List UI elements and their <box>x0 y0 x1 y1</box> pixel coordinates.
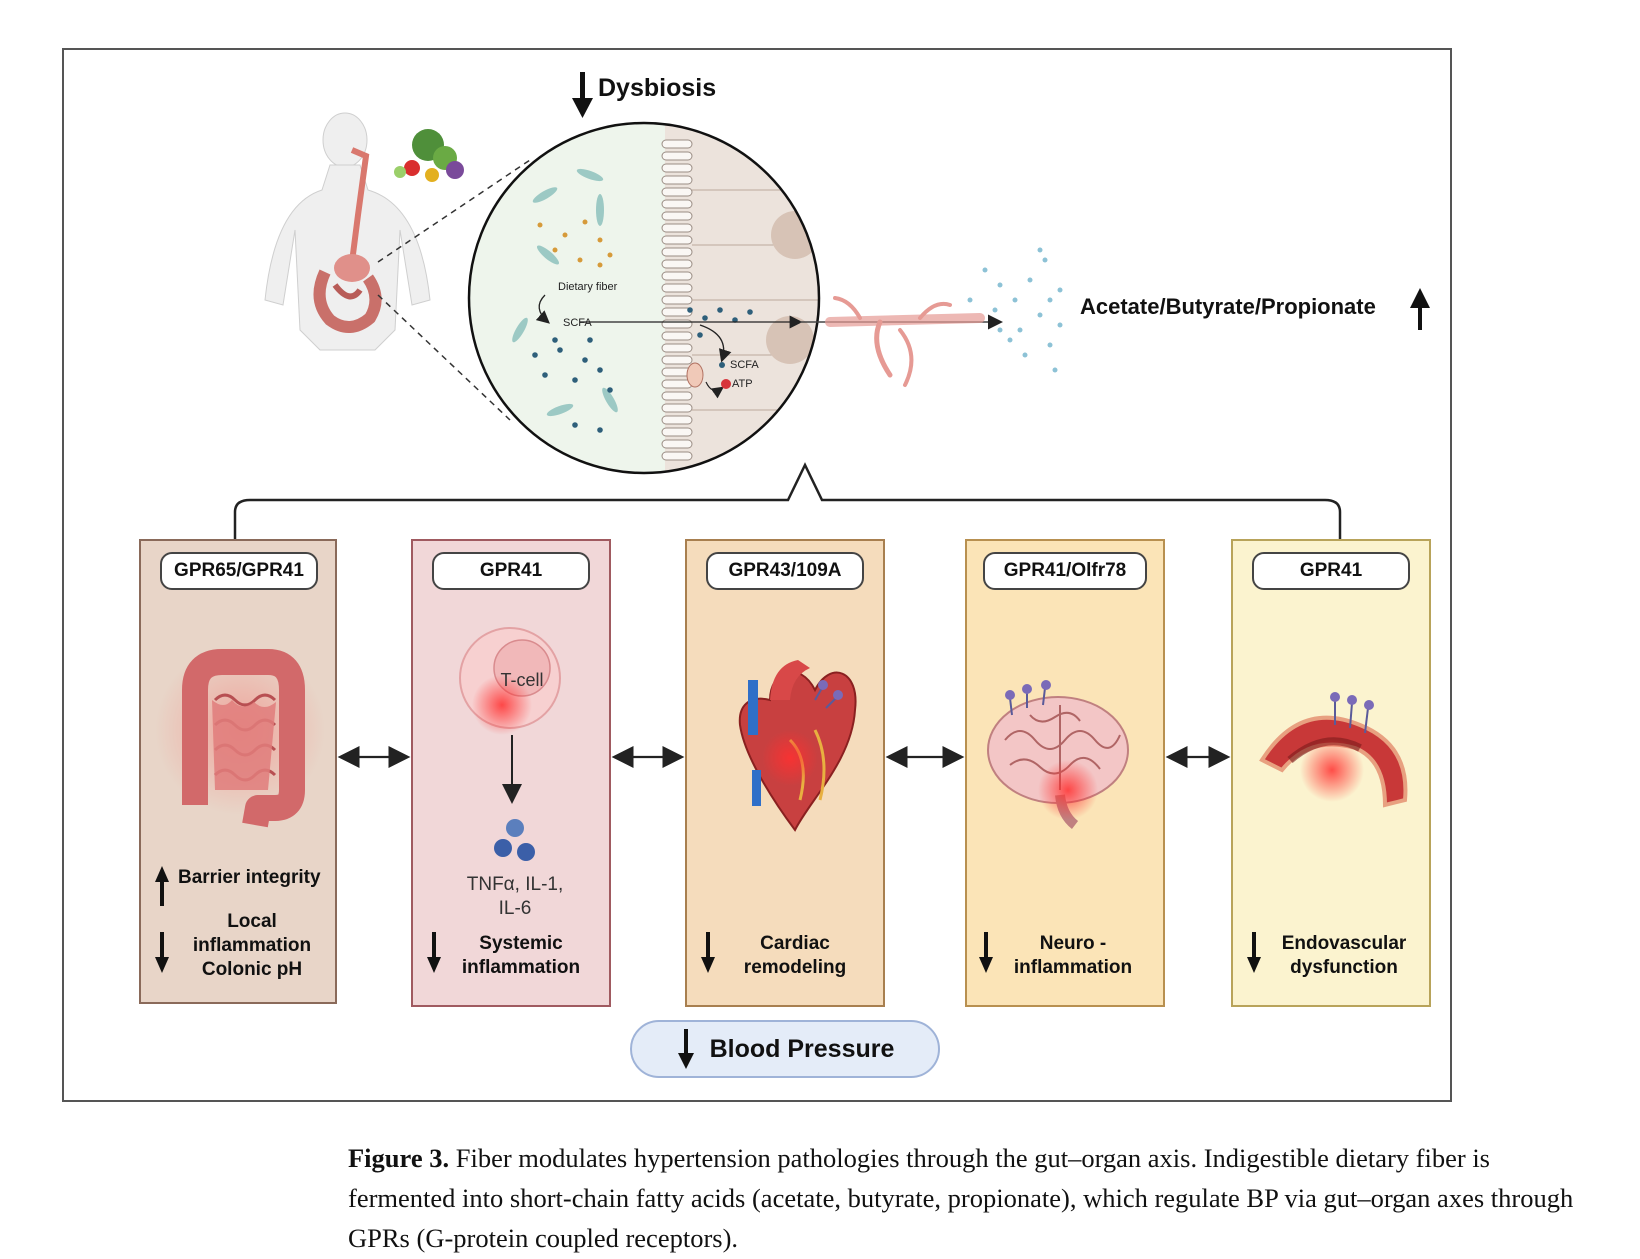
bp-down-arrow-icon <box>677 1029 694 1069</box>
human-body-icon <box>264 112 431 351</box>
effect-arrows <box>155 866 1261 973</box>
dysbiosis-label: Dysbiosis <box>598 74 717 102</box>
heart-icon <box>738 660 857 832</box>
bracket <box>233 462 1342 540</box>
scfa-up-arrow <box>1410 288 1430 330</box>
down-arrow-cardiac <box>701 932 715 973</box>
dietary-fiber-label: Dietary fiber <box>558 281 618 293</box>
t-cell-icon <box>459 627 561 861</box>
colon-down-effects-text: Local inflammation Colonic pH <box>192 911 312 980</box>
t-cell-label: T-cell <box>500 670 544 690</box>
dysbiosis-down-arrow <box>572 72 593 118</box>
down-arrow-neuro <box>979 932 993 973</box>
scfa-cell-label: SCFA <box>730 359 759 371</box>
receptor-label-brain: GPR41/Olfr78 <box>983 552 1147 590</box>
atp-label: ATP <box>732 378 753 390</box>
down-arrow-systemic <box>427 932 441 973</box>
down-arrow-vascular <box>1247 932 1261 973</box>
systemic-inflammation-text: Systemic inflammation <box>461 933 581 978</box>
gut-lumen-zoom-circle <box>467 121 821 475</box>
down-arrow-local <box>155 932 169 973</box>
receptor-label-colon: GPR65/GPR41 <box>160 552 318 590</box>
scfa-lumen-label: SCFA <box>563 317 592 329</box>
cardiac-remodeling-text: Cardiac remodeling <box>743 933 847 978</box>
blood-vessel-icon <box>1259 692 1408 808</box>
up-arrow-barrier <box>155 866 169 906</box>
scfa-particles <box>967 247 1063 373</box>
barrier-integrity-text: Barrier integrity <box>178 867 321 888</box>
figure-caption: Figure 3. Fiber modulates hypertension p… <box>348 1138 1593 1258</box>
colon-icon <box>155 645 325 828</box>
cytokines-text: TNFα, IL-1, IL-6 <box>466 874 564 919</box>
receptor-label-heart: GPR43/109A <box>706 552 864 590</box>
receptor-label-immune: GPR41 <box>432 552 590 590</box>
scfa-output-label: Acetate/Butyrate/Propionate <box>1080 294 1376 319</box>
endovascular-dysfunction-text: Endovascular dysfunction <box>1281 933 1407 978</box>
vegetables-icon <box>394 129 464 182</box>
caption-label: Figure 3. <box>348 1143 450 1173</box>
receptor-label-vessel: GPR41 <box>1252 552 1410 590</box>
caption-text: Fiber modulates hypertension pathologies… <box>348 1143 1574 1253</box>
capillary-icon <box>825 296 985 387</box>
blood-pressure-label: Blood Pressure <box>709 1034 895 1063</box>
brain-icon <box>987 680 1129 829</box>
zoom-lines <box>377 159 531 421</box>
neuro-inflammation-text: Neuro - inflammation <box>1013 933 1133 978</box>
blood-pressure-outcome: Blood Pressure <box>630 1020 940 1078</box>
